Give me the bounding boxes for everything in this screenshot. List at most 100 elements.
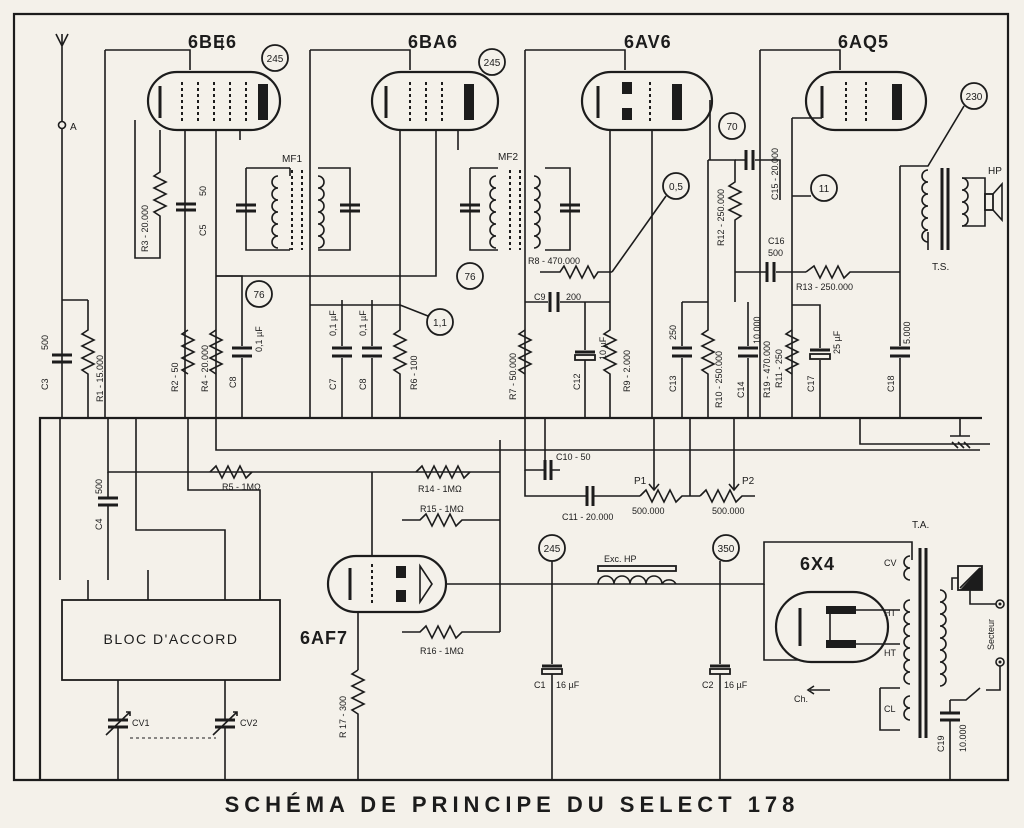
svg-text:R7 - 50.000: R7 - 50.000	[508, 353, 518, 400]
svg-text:C14: C14	[736, 381, 746, 398]
svg-text:230: 230	[966, 92, 983, 103]
voltage-11: 11	[810, 174, 838, 202]
cv2-capacitor: CV2	[212, 711, 258, 780]
svg-text:CV: CV	[884, 558, 897, 568]
svg-text:P1: P1	[634, 476, 647, 487]
svg-text:HT: HT	[884, 648, 896, 658]
r2-resistor: R2 - 50	[170, 329, 196, 392]
voltage-230: 230	[960, 82, 988, 110]
svg-text:10.000: 10.000	[752, 316, 762, 344]
svg-text:500.000: 500.000	[632, 506, 665, 516]
voltage-76-b: 76	[456, 262, 484, 290]
tube-6x4	[774, 590, 900, 664]
svg-text:R1 - 15.000: R1 - 15.000	[95, 355, 105, 402]
svg-text:R4 - 20.000: R4 - 20.000	[200, 345, 210, 392]
svg-text:C8: C8	[228, 376, 238, 388]
mf2-transformer	[460, 167, 580, 251]
svg-text:500: 500	[94, 479, 104, 494]
antenna: A	[55, 33, 77, 418]
switch-box	[957, 565, 983, 591]
c14-capacitor: C14 10.000	[736, 302, 762, 418]
svg-text:500: 500	[768, 248, 783, 258]
svg-text:C15 - 20.000: C15 - 20.000	[770, 148, 780, 200]
svg-text:R2 - 50: R2 - 50	[170, 362, 180, 392]
svg-text:C7: C7	[328, 378, 338, 390]
c7-capacitor: C7 0,1 µF	[328, 300, 352, 418]
voltage-245-a: 245	[261, 44, 289, 72]
c1-capacitor: C1 16 µF	[534, 584, 580, 780]
svg-text:R9 - 2.000: R9 - 2.000	[622, 350, 632, 392]
schematic-diagram: A C3 500 R1 - 15.000 6BE6 245 R3 - 20.00…	[12, 12, 1010, 782]
mf1-transformer	[236, 167, 360, 251]
svg-text:76: 76	[464, 272, 476, 283]
mf2-label: MF2	[498, 152, 518, 163]
svg-text:C11 - 20.000: C11 - 20.000	[562, 512, 613, 522]
schematic-caption: SCHÉMA DE PRINCIPE DU SELECT 178	[224, 792, 800, 817]
r9-resistor: R9 - 2.000	[602, 130, 632, 418]
c2-capacitor: C2 16 µF	[702, 584, 748, 780]
svg-text:C19: C19	[936, 735, 946, 752]
svg-text:10 µF: 10 µF	[598, 336, 608, 360]
speaker-icon: HP	[962, 166, 1003, 227]
r3-resistor: R3 - 20.000	[134, 120, 168, 259]
svg-text:R12 - 250.000: R12 - 250.000	[716, 189, 726, 246]
power-transformer: T.A. CV HT HT CL	[879, 520, 947, 738]
svg-text:R8 - 470.000: R8 - 470.000	[528, 256, 580, 266]
svg-text:11: 11	[819, 184, 830, 195]
tube-6be6	[146, 70, 282, 418]
voltage-245-c: 245	[538, 534, 566, 562]
svg-text:C18: C18	[886, 375, 896, 392]
tube-6ba6	[370, 70, 500, 260]
c15-capacitor: C15 - 20.000	[735, 148, 781, 200]
svg-text:50: 50	[198, 186, 208, 196]
voltage-70: 70	[718, 112, 746, 140]
exc-hp-coil: Exc. HP	[597, 554, 677, 588]
p1-potentiometer: P1 500.000	[632, 418, 700, 516]
svg-text:R10 - 250.000: R10 - 250.000	[714, 351, 724, 408]
bloc-accord: BLOC D'ACCORD	[61, 570, 281, 720]
r16-resistor: R16 - 1MΩ	[402, 624, 500, 656]
svg-text:C2: C2	[702, 680, 714, 690]
svg-text:16 µF: 16 µF	[556, 680, 580, 690]
svg-text:350: 350	[718, 544, 735, 555]
antenna-label: A	[70, 122, 77, 133]
r17-resistor: R 17 - 300	[338, 669, 366, 780]
tube-6be6-label: 6BE6	[188, 32, 237, 52]
r5-resistor: R5 - 1MΩ	[209, 464, 261, 492]
svg-text:C1: C1	[534, 680, 546, 690]
svg-text:T.A.: T.A.	[912, 520, 929, 531]
svg-text:1,1: 1,1	[433, 318, 447, 329]
svg-text:R6 - 100: R6 - 100	[409, 355, 419, 390]
c10-capacitor: C10 - 50	[524, 418, 591, 480]
svg-text:R15 - 1MΩ: R15 - 1MΩ	[420, 504, 464, 514]
c18-capacitor: C18 5.000	[886, 166, 912, 418]
svg-text:200: 200	[566, 292, 581, 302]
r10-resistor: R10 - 250.000	[700, 160, 724, 418]
svg-text:0,5: 0,5	[669, 182, 683, 193]
svg-text:C17: C17	[806, 375, 816, 392]
svg-text:P2: P2	[742, 476, 755, 487]
svg-text:C9: C9	[534, 292, 546, 302]
output-transformer: T.S.	[921, 168, 969, 273]
r12-resistor: R12 - 250.000	[708, 159, 743, 302]
r14-resistor: R14 - 1MΩ	[415, 464, 471, 494]
tube-6ba6-label: 6BA6	[408, 32, 458, 52]
svg-text:CV2: CV2	[240, 718, 258, 728]
voltage-350: 350	[712, 534, 740, 562]
voltage-76-a: 76	[245, 280, 273, 308]
svg-text:R 17 - 300: R 17 - 300	[338, 696, 348, 738]
svg-text:10.000: 10.000	[958, 724, 968, 752]
tube-6aq5-label: 6AQ5	[838, 32, 889, 52]
r13-resistor: R13 - 250.000	[796, 264, 900, 292]
r19-resistor: R19 - 470.000	[762, 341, 772, 398]
r7-resistor: R7 - 50.000	[508, 329, 533, 400]
cv1-capacitor: CV1	[105, 711, 150, 780]
voltage-1-1: 1,1	[426, 308, 454, 336]
svg-text:R11 - 250: R11 - 250	[774, 349, 784, 388]
svg-text:C12: C12	[572, 373, 582, 390]
ground-symbol	[950, 418, 971, 449]
svg-text:0,1 µF: 0,1 µF	[328, 310, 338, 336]
svg-text:HP: HP	[988, 166, 1002, 177]
svg-text:16 µF: 16 µF	[724, 680, 748, 690]
svg-text:HT: HT	[884, 608, 896, 618]
